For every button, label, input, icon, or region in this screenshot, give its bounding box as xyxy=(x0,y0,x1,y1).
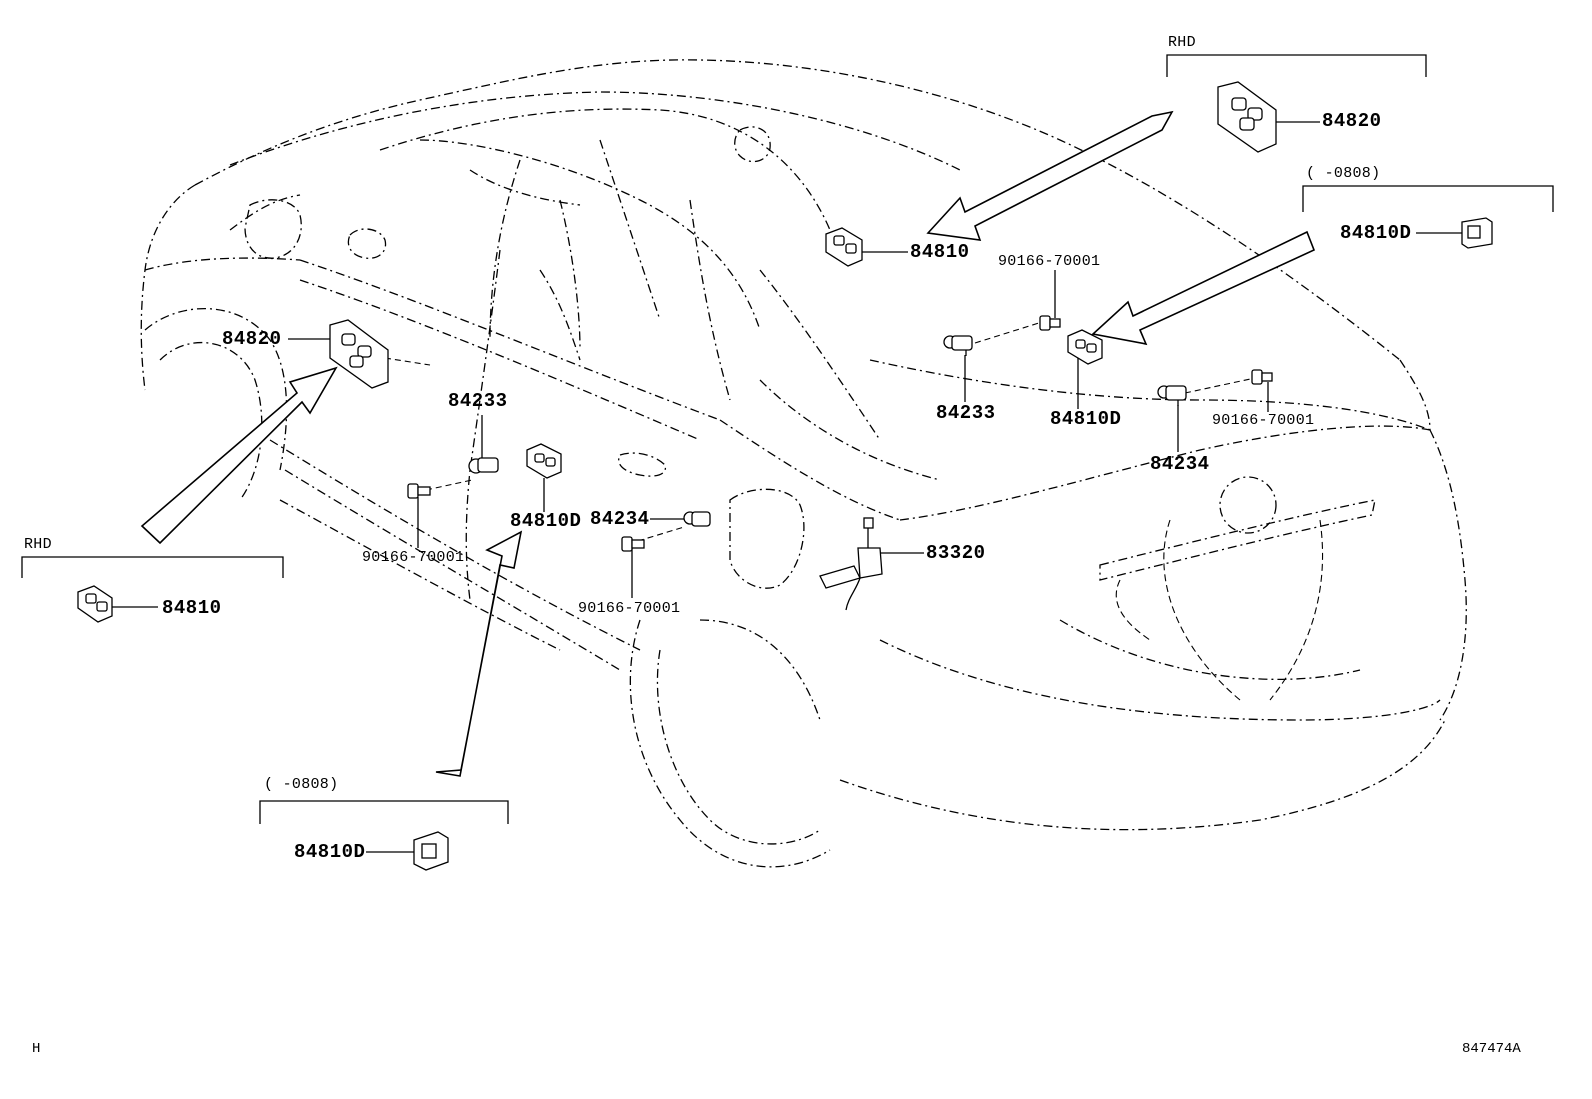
courtesy-switch-icon xyxy=(1157,385,1187,406)
screw-icon xyxy=(1251,369,1273,385)
corner-code-label: H xyxy=(32,1041,41,1057)
part-84233-right-label: 84233 xyxy=(936,402,996,424)
car-body xyxy=(140,59,1467,868)
part-84234-mid-label: 84234 xyxy=(590,508,650,530)
lock-switch-icon xyxy=(825,227,863,267)
leader-lines xyxy=(110,121,1462,853)
figure-id-label: 847474A xyxy=(1462,1041,1521,1057)
courtesy-switch-icon xyxy=(683,511,711,527)
courtesy-switch-icon xyxy=(943,335,973,356)
part-84810D-mid-label: 84810D xyxy=(510,510,582,532)
part-84810D-rhs-label: 84810D xyxy=(1340,222,1412,244)
part-90166-right-label: 90166-70001 xyxy=(1212,412,1315,429)
lock-switch-icon xyxy=(413,831,449,871)
screw-icon xyxy=(1039,315,1061,331)
lock-switch-icon xyxy=(526,443,562,479)
part-84820-rhd-label: 84820 xyxy=(1322,110,1382,132)
part-90166-top-label: 90166-70001 xyxy=(998,253,1101,270)
courtesy-switch-icon xyxy=(468,457,499,474)
switch-assembly-icon xyxy=(1217,81,1277,153)
direction-arrow-icon xyxy=(140,110,1316,777)
part-84810D-bottom-label: 84810D xyxy=(294,841,366,863)
lock-switch-icon xyxy=(1461,217,1493,249)
part-84810D-right-label: 84810D xyxy=(1050,408,1122,430)
rhd-left-label: RHD xyxy=(24,536,52,553)
part-83320-label: 83320 xyxy=(926,542,986,564)
part-84810-rhd-left-label: 84810 xyxy=(162,597,222,619)
screw-icon xyxy=(407,483,431,499)
part-84810-top-label: 84810 xyxy=(910,241,970,263)
lock-switch-icon xyxy=(1067,329,1103,365)
part-84820-left-label: 84820 xyxy=(222,328,282,350)
switch-assembly-icon xyxy=(329,319,389,389)
part-84233-left-label: 84233 xyxy=(448,390,508,412)
range-top-label: ( -0808) xyxy=(1306,165,1381,182)
lock-switch-icon xyxy=(77,585,113,623)
brackets xyxy=(21,54,1554,824)
part-90166-left-label: 90166-70001 xyxy=(362,549,465,566)
range-bottom-label: ( -0808) xyxy=(264,776,339,793)
fuel-opener-icon xyxy=(819,517,883,611)
rhd-top-label: RHD xyxy=(1168,34,1196,51)
screw-icon xyxy=(621,536,645,552)
part-84234-right-label: 84234 xyxy=(1150,453,1210,475)
part-90166-bottom-label: 90166-70001 xyxy=(578,600,681,617)
